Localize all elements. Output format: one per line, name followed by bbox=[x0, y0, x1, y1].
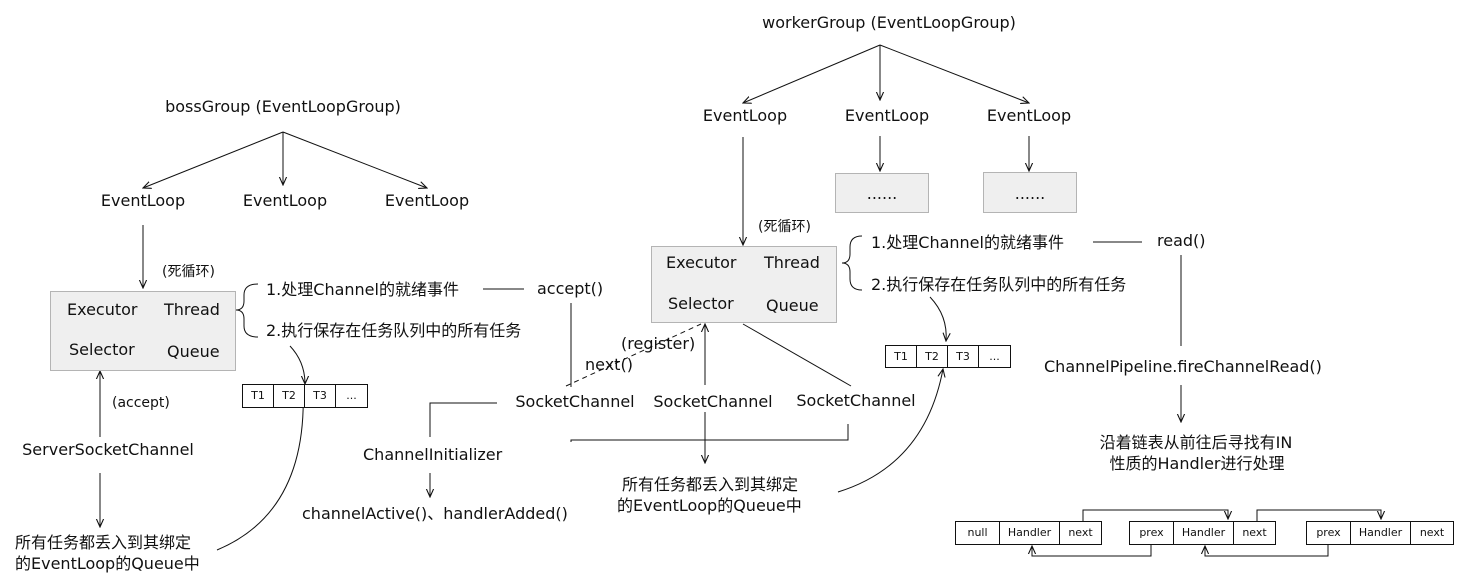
channel-callbacks: channelActive()、handlerAdded() bbox=[302, 504, 568, 523]
handler-node-2: prex Handler next bbox=[1129, 521, 1276, 545]
boss-step2: 2.执行保存在任务队列中的所有任务 bbox=[266, 321, 522, 340]
worker-note-line1: 所有任务都丢入到其绑定 bbox=[622, 475, 799, 494]
worker-dead-loop-label: (死循环) bbox=[758, 219, 811, 235]
worker-fan-arrow-1 bbox=[743, 44, 881, 103]
worker-thread-label: Thread bbox=[764, 253, 820, 272]
boss-fan-arrow-1 bbox=[143, 131, 284, 188]
worker-ellipsis-1: ...... bbox=[866, 184, 898, 203]
worker-executor-box bbox=[651, 246, 837, 323]
boss-step2-to-queue-arrow bbox=[289, 345, 305, 384]
worker-step1: 1.处理Channel的就绪事件 bbox=[871, 233, 1064, 252]
boss-accept-action: accept() bbox=[537, 279, 604, 298]
worker-step2-to-queue-arrow bbox=[929, 296, 946, 341]
accept-label: (accept) bbox=[112, 395, 170, 411]
node-prev-cell: prex bbox=[1130, 522, 1174, 544]
node-prev-cell: prex bbox=[1307, 522, 1351, 544]
boss-note-line2: 的EventLoop的Queue中 bbox=[15, 554, 200, 573]
boss-brace bbox=[235, 283, 259, 338]
task-cell: T3 bbox=[948, 346, 979, 367]
boss-fan-arrow-3 bbox=[282, 131, 427, 188]
handler-node-3: prex Handler next bbox=[1306, 521, 1454, 545]
node-handler-cell: Handler bbox=[1000, 522, 1060, 544]
boss-event-loop-1: EventLoop bbox=[100, 191, 186, 210]
socket-channel-2: SocketChannel bbox=[653, 392, 773, 411]
node-next-cell: next bbox=[1242, 526, 1267, 539]
worker-event-loop-2: EventLoop bbox=[844, 106, 930, 125]
handler-node-1: null Handler next bbox=[955, 521, 1102, 545]
boss-executor-label: Executor bbox=[67, 300, 138, 319]
task-cell: T1 bbox=[243, 385, 274, 407]
task-cell: T3 bbox=[305, 385, 336, 407]
worker-note-to-queue-arrow bbox=[837, 369, 943, 493]
worker-fan-arrow-3 bbox=[879, 44, 1029, 103]
pipeline-fire-read: ChannelPipeline.fireChannelRead() bbox=[1044, 357, 1322, 376]
worker-event-loop-3: EventLoop bbox=[986, 106, 1072, 125]
boss-group-title: bossGroup (EventLoopGroup) bbox=[165, 97, 401, 116]
list-prev-arrow-1 bbox=[1032, 544, 1152, 557]
worker-group-title: workerGroup (EventLoopGroup) bbox=[762, 13, 1016, 32]
list-prev-arrow-2 bbox=[1205, 544, 1329, 557]
socket-channel-bracket bbox=[570, 424, 849, 442]
boss-dead-loop-label: (死循环) bbox=[162, 264, 215, 280]
socket-channel-3: SocketChannel bbox=[796, 391, 916, 410]
boss-event-loop-3: EventLoop bbox=[384, 191, 470, 210]
socket-channel-1: SocketChannel bbox=[515, 392, 635, 411]
boss-event-loop-2: EventLoop bbox=[242, 191, 328, 210]
boss-queue-label: Queue bbox=[167, 342, 220, 361]
next-label: next() bbox=[585, 355, 633, 374]
selector-to-channel3-line bbox=[742, 323, 852, 387]
list-next-arrow-1 bbox=[1082, 509, 1228, 521]
worker-selector-label: Selector bbox=[668, 294, 734, 313]
worker-brace bbox=[841, 235, 863, 291]
initializer-bracket bbox=[429, 402, 497, 437]
worker-ellipsis-box-2 bbox=[983, 172, 1077, 213]
next-dashed-line bbox=[565, 323, 702, 387]
boss-task-queue: T1 T2 T3 ... bbox=[242, 384, 368, 408]
worker-step2: 2.执行保存在任务队列中的所有任务 bbox=[871, 275, 1127, 294]
task-cell: T2 bbox=[917, 346, 948, 367]
channel-initializer: ChannelInitializer bbox=[363, 445, 503, 464]
task-cell: ... bbox=[989, 350, 1000, 363]
boss-executor-box bbox=[50, 291, 236, 371]
worker-note-line2: 的EventLoop的Queue中 bbox=[617, 496, 802, 515]
node-handler-cell: Handler bbox=[1351, 522, 1411, 544]
worker-executor-label: Executor bbox=[666, 253, 737, 272]
task-cell: T1 bbox=[886, 346, 917, 367]
task-cell: ... bbox=[346, 389, 357, 402]
register-label: (register) bbox=[621, 334, 696, 353]
worker-ellipsis-box-1 bbox=[835, 173, 929, 213]
worker-task-queue: T1 T2 T3 ... bbox=[885, 345, 1011, 368]
boss-note-line1: 所有任务都丢入到其绑定 bbox=[15, 533, 192, 552]
list-next-arrow-2 bbox=[1256, 509, 1381, 521]
node-handler-cell: Handler bbox=[1174, 522, 1234, 544]
node-prev-cell: null bbox=[956, 522, 1000, 544]
pipeline-desc-line2: 性质的Handler进行处理 bbox=[1109, 454, 1285, 473]
task-cell: T2 bbox=[274, 385, 305, 407]
worker-event-loop-1: EventLoop bbox=[702, 106, 788, 125]
server-socket-channel: ServerSocketChannel bbox=[22, 440, 194, 459]
node-next-cell: next bbox=[1419, 526, 1445, 539]
node-next-cell: next bbox=[1068, 526, 1093, 539]
boss-selector-label: Selector bbox=[69, 340, 135, 359]
worker-ellipsis-2: ...... bbox=[1014, 184, 1046, 203]
boss-thread-label: Thread bbox=[164, 300, 220, 319]
pipeline-desc-line1: 沿着链表从前往后寻找有IN bbox=[1099, 433, 1293, 452]
worker-queue-label: Queue bbox=[766, 296, 819, 315]
boss-note-to-queue-arrow bbox=[216, 388, 303, 551]
boss-step1: 1.处理Channel的就绪事件 bbox=[266, 280, 459, 299]
worker-read-action: read() bbox=[1157, 231, 1206, 250]
